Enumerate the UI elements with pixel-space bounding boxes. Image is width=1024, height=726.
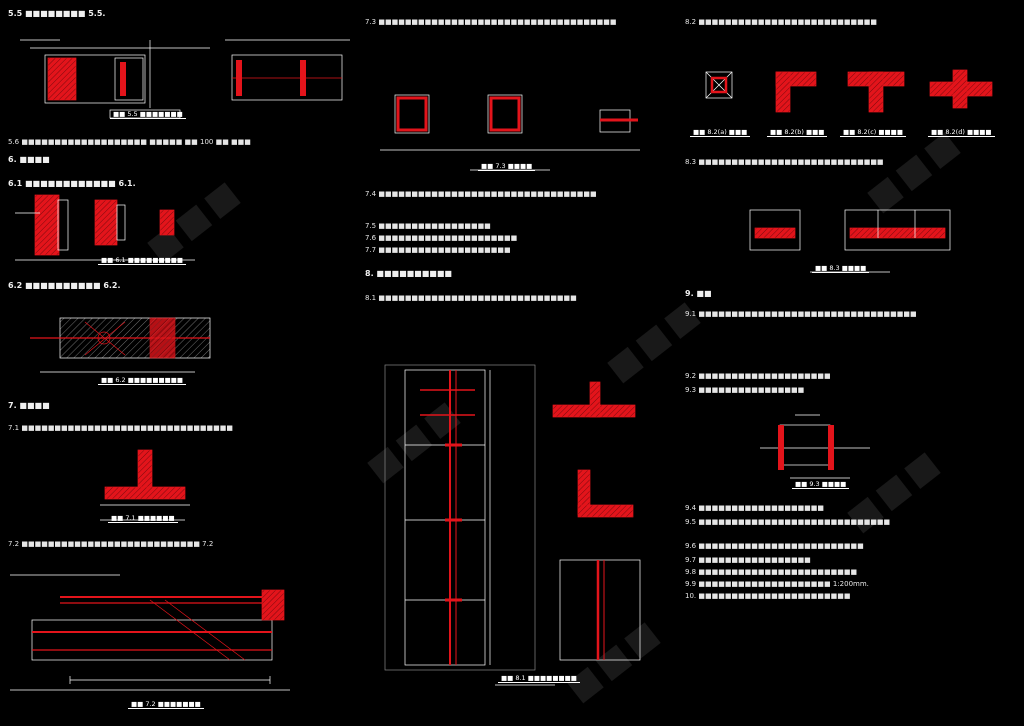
heading-8: 8. ■■■■■■■■■■: [365, 269, 452, 278]
caption-9-3: ■■ 9.3 ■■■■: [792, 480, 850, 489]
heading-8-1: 8.1 ■■■■■■■■■■■■■■■■■■■■■■■■■■■■■■: [365, 294, 577, 302]
detail-8-3: [749, 209, 951, 273]
caption-8-2a: ■■ 8.2(a) ■■■: [690, 128, 751, 137]
heading-9-2: 9.2 ■■■■■■■■■■■■■■■■■■■■: [685, 372, 831, 380]
heading-9-3: 9.3 ■■■■■■■■■■■■■■■■: [685, 386, 805, 394]
heading-10: 10. ■■■■■■■■■■■■■■■■■■■■■■■: [685, 592, 851, 600]
detail-8-1: [384, 364, 555, 686]
heading-7: 7. ■■■■: [8, 401, 50, 410]
caption-8-1: ■■ 8.1 ■■■■■■■■: [498, 674, 580, 683]
heading-9-8: 9.8 ■■■■■■■■■■■■■■■■■■■■■■■■: [685, 568, 858, 576]
heading-8-3: 8.3 ■■■■■■■■■■■■■■■■■■■■■■■■■■■■: [685, 158, 884, 166]
heading-7-4: 7.4 ■■■■■■■■■■■■■■■■■■■■■■■■■■■■■■■■■: [365, 190, 597, 198]
heading-9: 9. ■■: [685, 289, 712, 298]
caption-8-2b: ■■ 8.2(b) ■■■: [767, 128, 828, 137]
heading-7-7: 7.7 ■■■■■■■■■■■■■■■■■■■■: [365, 246, 511, 254]
heading-9-6: 9.6 ■■■■■■■■■■■■■■■■■■■■■■■■■: [685, 542, 864, 550]
caption-5-5: ■■ 5.5 ■■■■■■■: [110, 110, 186, 119]
detail-7-2: [10, 574, 290, 691]
caption-6-2: ■■ 6.2 ■■■■■■■■■: [98, 376, 187, 385]
detail-8-1-side: [552, 381, 641, 661]
caption-8-3: ■■ 8.3 ■■■■: [812, 264, 870, 273]
heading-7-6: 7.6 ■■■■■■■■■■■■■■■■■■■■■: [365, 234, 518, 242]
caption-7-1: ■■ 7.1 ■■■■■■: [108, 514, 178, 523]
detail-8-2: [705, 69, 993, 113]
caption-7-2: ■■ 7.2 ■■■■■■■: [128, 700, 204, 709]
heading-7-2: 7.2 ■■■■■■■■■■■■■■■■■■■■■■■■■■■ 7.2: [8, 540, 214, 548]
heading-9-1: 9.1 ■■■■■■■■■■■■■■■■■■■■■■■■■■■■■■■■■: [685, 310, 917, 318]
heading-6-1: 6.1 ■■■■■■■■■■■■ 6.1.: [8, 179, 136, 188]
heading-7-5: 7.5 ■■■■■■■■■■■■■■■■■: [365, 222, 491, 230]
heading-9-4: 9.4 ■■■■■■■■■■■■■■■■■■■: [685, 504, 825, 512]
detail-7-3: [380, 94, 640, 171]
heading-7-3: 7.3 ■■■■■■■■■■■■■■■■■■■■■■■■■■■■■■■■■■■■: [365, 18, 617, 26]
heading-9-9: 9.9 ■■■■■■■■■■■■■■■■■■■■ 1:200mm.: [685, 580, 869, 588]
detail-6-1: [15, 194, 195, 261]
heading-9-7: 9.7 ■■■■■■■■■■■■■■■■■: [685, 556, 811, 564]
heading-6-2: 6.2 ■■■■■■■■■■ 6.2.: [8, 281, 121, 290]
caption-8-2c: ■■ 8.2(c) ■■■■: [840, 128, 906, 137]
heading-5-6: 5.6 ■■■■■■■■■■■■■■■■■■■ ■■■■■ ■■ 100 ■■ …: [8, 138, 251, 146]
caption-6-1: ■■ 6.1 ■■■■■■■■■: [98, 256, 187, 265]
heading-9-5: 9.5 ■■■■■■■■■■■■■■■■■■■■■■■■■■■■■: [685, 518, 891, 526]
detail-5-5-right: [225, 39, 350, 101]
heading-8-2: 8.2 ■■■■■■■■■■■■■■■■■■■■■■■■■■■: [685, 18, 877, 26]
heading-5-5: 5.5 ■■■■■■■■ 5.5.: [8, 9, 106, 18]
caption-8-2d: ■■ 8.2(d) ■■■■: [928, 128, 995, 137]
heading-7-1: 7.1 ■■■■■■■■■■■■■■■■■■■■■■■■■■■■■■■■: [8, 424, 233, 432]
detail-6-2: [30, 317, 211, 373]
detail-5-5-left: [20, 39, 210, 108]
detail-9-3: [760, 414, 870, 479]
caption-7-3: ■■ 7.3 ■■■■: [478, 162, 536, 171]
heading-6: 6. ■■■■: [8, 155, 50, 164]
detail-7-1: [100, 449, 190, 521]
